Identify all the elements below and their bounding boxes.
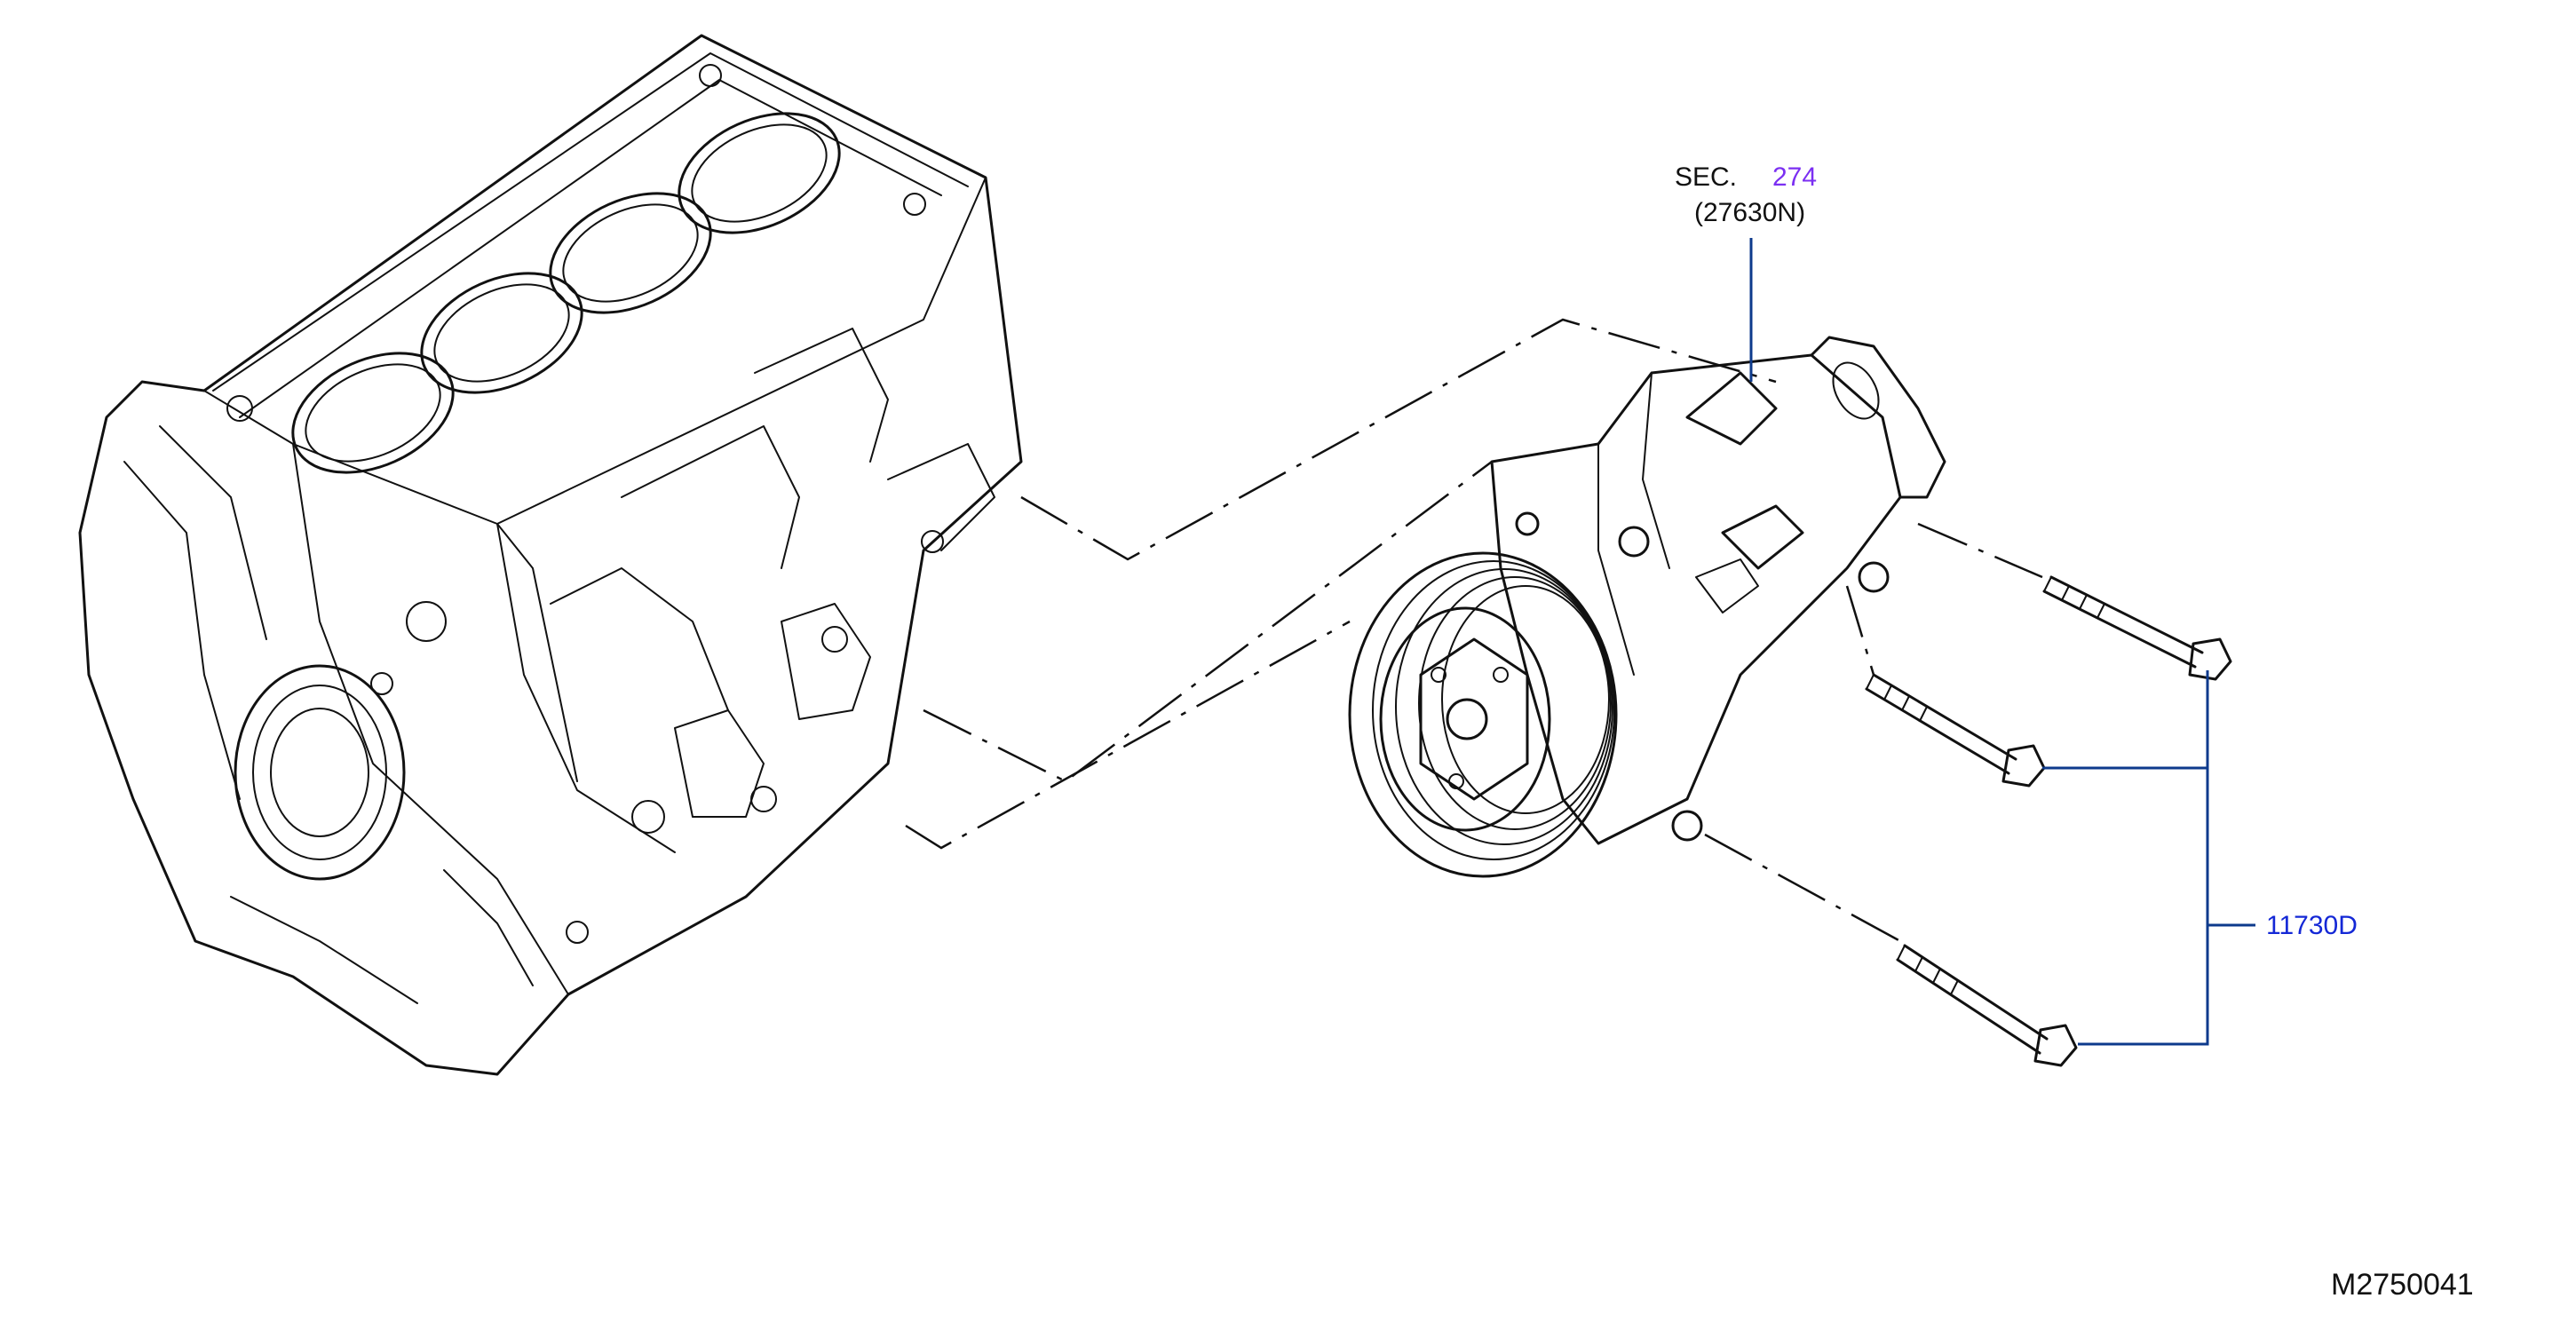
bolt-lower xyxy=(1896,944,2078,1067)
mounting-bolts xyxy=(1865,575,2232,1067)
ac-compressor xyxy=(1348,336,1946,878)
bolt-part-number[interactable]: 11730D xyxy=(2266,911,2358,940)
alignment-lines xyxy=(905,318,2043,943)
bolt-leader-bracket xyxy=(2042,670,2255,1046)
leader-lines xyxy=(1749,238,2255,1046)
bolt-middle xyxy=(1865,673,2046,788)
engine-block xyxy=(78,34,1023,1076)
section-number-link[interactable]: 274 xyxy=(1772,162,1818,192)
section-part-number: (27630N) xyxy=(1694,198,1806,227)
diagram-code: M2750041 xyxy=(2331,1268,2474,1302)
section-prefix-label: SEC. xyxy=(1675,162,1738,192)
bolt-upper xyxy=(2042,575,2232,681)
